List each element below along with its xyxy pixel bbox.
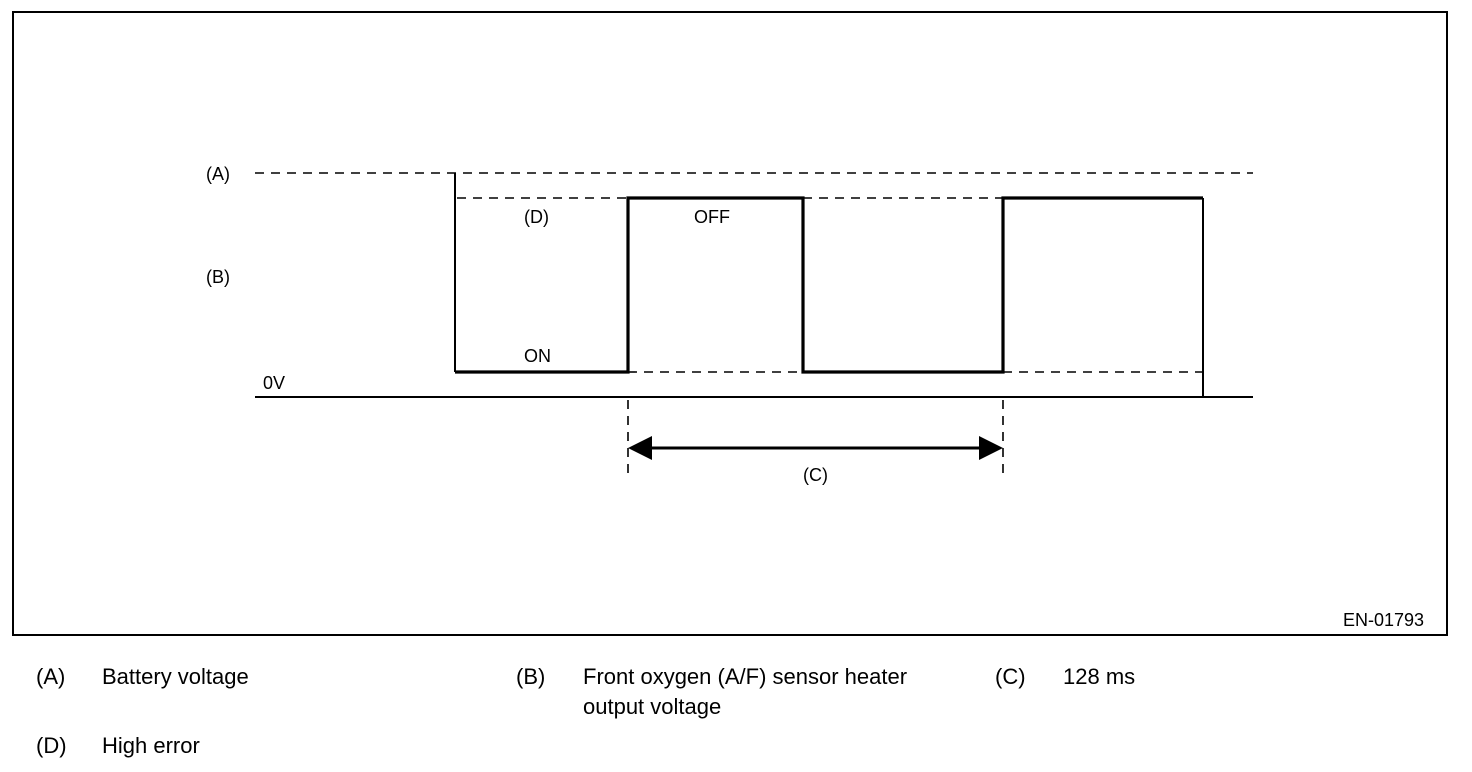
legend-text: High error xyxy=(102,733,200,758)
figure-id: EN-01793 xyxy=(1343,610,1424,630)
legend-text-continued: output voltage xyxy=(583,694,722,719)
heater-output-waveform xyxy=(455,196,1203,374)
legend-key: (B) xyxy=(516,664,546,689)
legend-key: (A) xyxy=(36,664,66,689)
period-arrow-left-head xyxy=(628,436,652,460)
period-arrow-right-head xyxy=(979,436,1003,460)
legend-key: (C) xyxy=(995,664,1026,689)
label-on: ON xyxy=(524,346,551,366)
legend-text: Front oxygen (A/F) sensor heater xyxy=(583,664,908,689)
figure-frame xyxy=(12,11,1448,636)
label-b: (B) xyxy=(206,267,230,287)
legend-text: Battery voltage xyxy=(102,664,249,689)
label-d: (D) xyxy=(524,207,549,227)
label-zero-volt: 0V xyxy=(263,373,285,393)
legend-key: (D) xyxy=(36,733,67,758)
legend-text: 128 ms xyxy=(1063,664,1136,689)
label-a: (A) xyxy=(206,164,230,184)
label-c: (C) xyxy=(803,465,828,485)
label-off: OFF xyxy=(694,207,730,227)
